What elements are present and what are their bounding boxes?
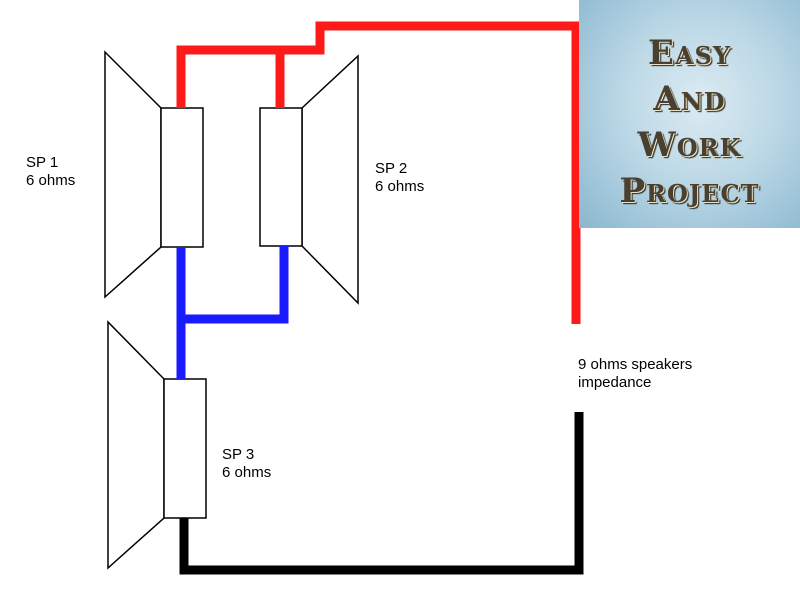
speaker-2-impedance: 6 ohms	[375, 178, 425, 195]
total-impedance-label: 9 ohms speakers impedance	[578, 356, 692, 392]
total-impedance-line-1: 9 ohms speakers	[578, 356, 693, 373]
speaker-1-label: SP 1 6 ohms	[26, 154, 75, 190]
speaker-3-magnet	[163, 378, 207, 519]
speaker-1	[104, 50, 204, 299]
speaker-1-impedance: 6 ohms	[26, 172, 76, 189]
speaker-2-name: SP 2	[375, 160, 408, 177]
speaker-1-name: SP 1	[26, 154, 59, 171]
title-badge-line-4: Project	[619, 171, 760, 211]
title-badge-line-1: Easy	[647, 33, 731, 73]
negative-wire	[179, 412, 584, 575]
positive-wire	[176, 21, 581, 324]
speaker-1-cone	[104, 50, 162, 299]
speaker-3-label: SP 3 6 ohms	[222, 446, 271, 482]
speaker-2-label: SP 2 6 ohms	[375, 160, 424, 196]
speaker-2-cone	[301, 54, 359, 305]
speaker-3-impedance: 6 ohms	[222, 464, 272, 481]
series-wire-branch	[181, 246, 289, 324]
speaker-3-name: SP 3	[222, 446, 255, 463]
speaker-2-magnet	[259, 107, 303, 247]
title-badge: Easy And Work Project	[579, 0, 800, 228]
speaker-3-cone	[107, 320, 165, 570]
speaker-2	[259, 54, 359, 305]
title-badge-line-2: And	[653, 79, 726, 119]
speaker-1-magnet	[160, 107, 204, 248]
title-badge-text: Easy And Work Project	[579, 30, 800, 214]
speaker-3	[107, 320, 207, 570]
title-badge-line-3: Work	[637, 125, 742, 165]
total-impedance-line-2: impedance	[578, 374, 652, 391]
